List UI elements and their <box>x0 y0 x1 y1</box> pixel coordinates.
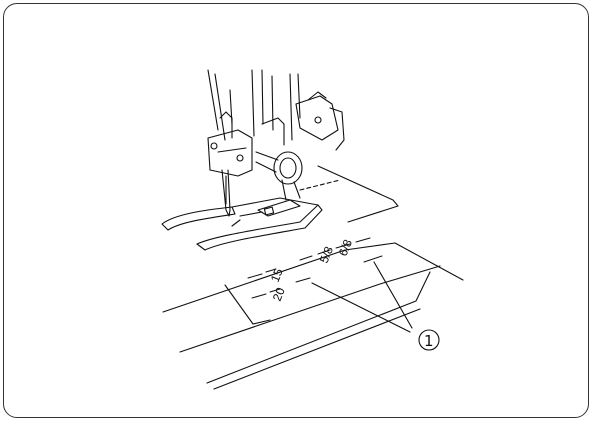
presser-foot <box>161 197 323 251</box>
seam-guide-label-5-8: 5/8 <box>317 244 336 265</box>
needle <box>221 169 231 217</box>
foot-holder <box>207 91 345 177</box>
needle-bar <box>207 69 301 141</box>
callout-circle <box>418 329 440 351</box>
stitch-line <box>299 179 341 191</box>
seam-guide-label-20: 20 <box>270 285 288 303</box>
figure-frame <box>3 3 589 418</box>
callout-leaders <box>311 261 413 333</box>
seam-guide-label-6-8: 6/8 <box>336 237 355 258</box>
thumb-screw <box>255 151 303 201</box>
callout-number: 1 <box>424 332 434 350</box>
seam-guide-label-15: 15 <box>268 266 286 284</box>
fabric <box>231 165 399 227</box>
seam-guide-lines <box>247 237 383 299</box>
needle-plate <box>162 242 464 390</box>
